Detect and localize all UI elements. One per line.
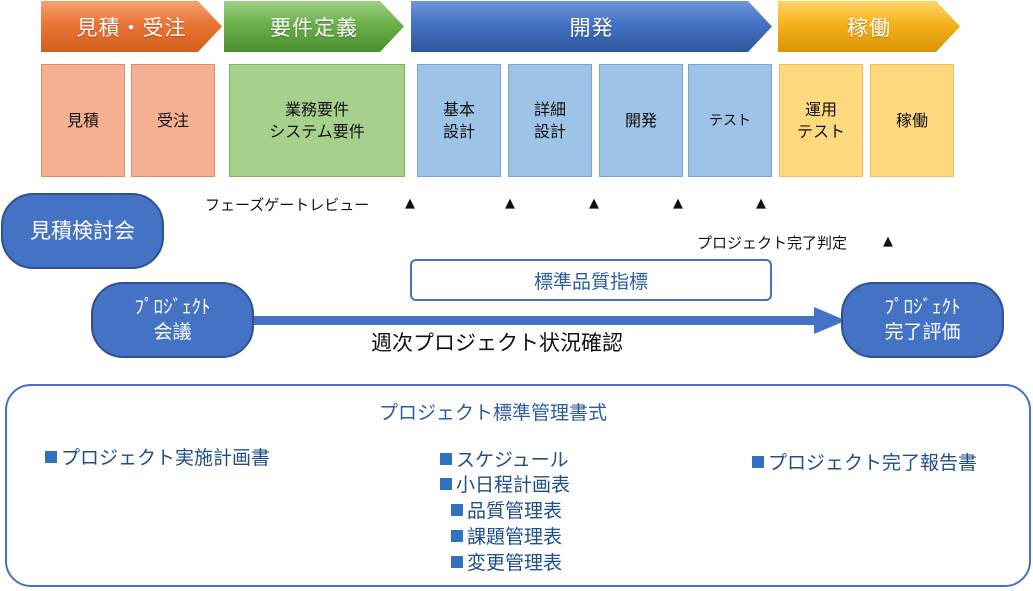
- task-label: 開発: [624, 110, 657, 130]
- square-bullet-icon: [752, 456, 764, 468]
- estimate-review-meeting-label: 見積検討会: [30, 218, 135, 243]
- standard-quality-indicators-label: 標準品質指標: [533, 270, 648, 293]
- form-item-label: プロジェクト実施計画書: [61, 447, 271, 469]
- form-item-quality-management: 品質管理表: [451, 496, 562, 523]
- gate-marker: ▲: [756, 196, 766, 211]
- task-test: テスト: [688, 64, 772, 177]
- estimate-review-meeting: 見積検討会: [1, 193, 164, 269]
- task-estimate: 見積: [41, 64, 125, 177]
- task-label: 基本 設計: [442, 99, 475, 141]
- gate-marker: ▲: [405, 196, 415, 211]
- form-item-detailed-schedule: 小日程計画表: [440, 470, 570, 497]
- weekly-status-arrow: [240, 307, 846, 334]
- phase-gate-review-label: フェーズゲートレビュー: [205, 196, 370, 214]
- form-item-schedule: スケジュール: [440, 445, 569, 472]
- phase-requirements: 要件定義: [224, 1, 404, 52]
- task-basic-design: 基本 設計: [417, 64, 501, 177]
- form-item-change-management: 変更管理表: [451, 548, 562, 575]
- square-bullet-icon: [451, 530, 463, 542]
- task-label: 見積: [66, 110, 99, 130]
- task-business-system-requirements: 業務要件 システム要件: [229, 64, 405, 177]
- form-item-implementation-plan: プロジェクト実施計画書: [45, 443, 270, 470]
- project-completion-evaluation: ﾌﾟﾛｼﾞｪｸﾄ 完了評価: [841, 282, 1004, 358]
- project-completion-judgement-label: プロジェクト完了判定: [697, 234, 848, 252]
- task-label: 運用 テスト: [796, 99, 845, 141]
- form-item-label: 課題管理表: [467, 526, 563, 548]
- task-order: 受注: [131, 64, 215, 177]
- task-go-live: 稼働: [870, 64, 954, 177]
- task-label: テスト: [709, 112, 751, 129]
- phase-label: 見積・受注: [76, 15, 187, 40]
- form-item-label: 変更管理表: [467, 552, 563, 574]
- phase-label: 要件定義: [270, 15, 358, 40]
- task-label: 受注: [156, 110, 189, 130]
- project-meeting-label: ﾌﾟﾛｼﾞｪｸﾄ 会議: [134, 296, 211, 343]
- task-label: 業務要件 システム要件: [269, 99, 365, 141]
- form-item-label: 小日程計画表: [456, 474, 571, 496]
- phase-development: 開発: [411, 1, 772, 52]
- task-label: 稼働: [895, 110, 928, 130]
- gate-marker: ▲: [673, 196, 683, 211]
- project-completion-evaluation-label: ﾌﾟﾛｼﾞｪｸﾄ 完了評価: [884, 296, 961, 343]
- standard-quality-indicators: 標準品質指標: [410, 259, 772, 301]
- form-item-issue-management: 課題管理表: [451, 522, 562, 549]
- square-bullet-icon: [451, 504, 463, 516]
- project-meeting: ﾌﾟﾛｼﾞｪｸﾄ 会議: [91, 282, 254, 358]
- gate-marker: ▲: [505, 196, 515, 211]
- weekly-project-status-check: 週次プロジェクト状況確認: [371, 331, 623, 355]
- phase-label: 開発: [569, 15, 614, 40]
- square-bullet-icon: [45, 451, 57, 463]
- task-label: 詳細 設計: [533, 99, 566, 141]
- task-operation-test: 運用 テスト: [779, 64, 863, 177]
- arrow-shaft: [240, 316, 818, 325]
- form-item-label: 品質管理表: [467, 500, 563, 522]
- square-bullet-icon: [440, 453, 452, 465]
- form-item-label: プロジェクト完了報告書: [768, 452, 978, 474]
- arrow-head: [814, 307, 846, 334]
- phase-operation: 稼働: [778, 1, 960, 52]
- task-detail-design: 詳細 設計: [508, 64, 592, 177]
- phase-estimate-order: 見積・受注: [41, 1, 222, 52]
- form-item-label: スケジュール: [456, 449, 569, 471]
- gate-marker: ▲: [589, 196, 599, 211]
- form-item-completion-report: プロジェクト完了報告書: [752, 448, 977, 475]
- square-bullet-icon: [451, 556, 463, 568]
- standard-management-forms: [5, 384, 1031, 587]
- task-development: 開発: [599, 64, 683, 177]
- phase-label: 稼働: [847, 15, 891, 40]
- forms-title: プロジェクト標準管理書式: [379, 402, 608, 424]
- completion-marker: ▲: [883, 234, 893, 249]
- square-bullet-icon: [440, 478, 452, 490]
